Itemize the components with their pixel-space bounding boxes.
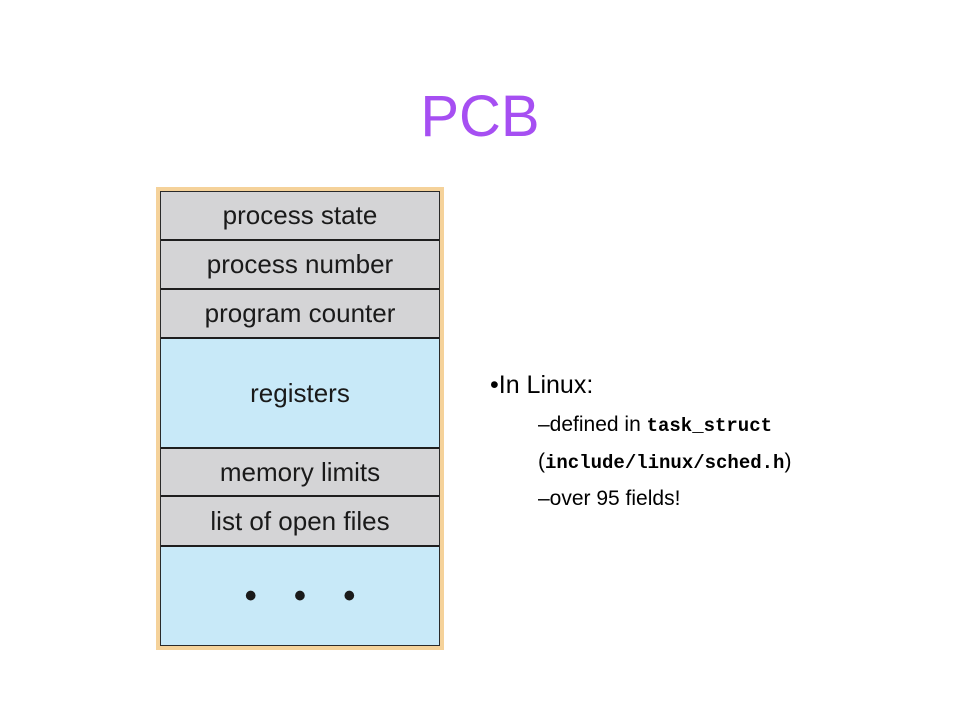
sub-header-path: (include/linux/sched.h) xyxy=(538,449,960,476)
pcb-row-program-counter: program counter xyxy=(161,290,439,339)
pcb-row-open-files: list of open files xyxy=(161,497,439,547)
task-struct-code: task_struct xyxy=(646,415,773,437)
sub-over-95-fields: –over 95 fields! xyxy=(538,487,681,510)
bullet-in-linux: •In Linux: xyxy=(490,371,594,399)
sched-h-code: include/linux/sched.h xyxy=(545,452,785,474)
pcb-table: process state process number program cou… xyxy=(160,191,440,646)
pcb-row-memory-limits: memory limits xyxy=(161,449,439,497)
paren-open: ( xyxy=(538,450,545,473)
slide-title: PCB xyxy=(420,84,540,149)
pcb-diagram: process state process number program cou… xyxy=(156,187,444,650)
pcb-row-registers: registers xyxy=(161,339,439,449)
pcb-row-process-state: process state xyxy=(161,192,439,241)
pcb-row-ellipsis: • • • xyxy=(161,547,439,645)
paren-close: ) xyxy=(784,450,792,473)
defined-in-text: –defined in xyxy=(538,413,647,436)
sub-defined-in: –defined in task_struct xyxy=(538,412,960,439)
linux-info: •In Linux: –defined in task_struct (incl… xyxy=(490,370,950,512)
pcb-row-process-number: process number xyxy=(161,241,439,290)
